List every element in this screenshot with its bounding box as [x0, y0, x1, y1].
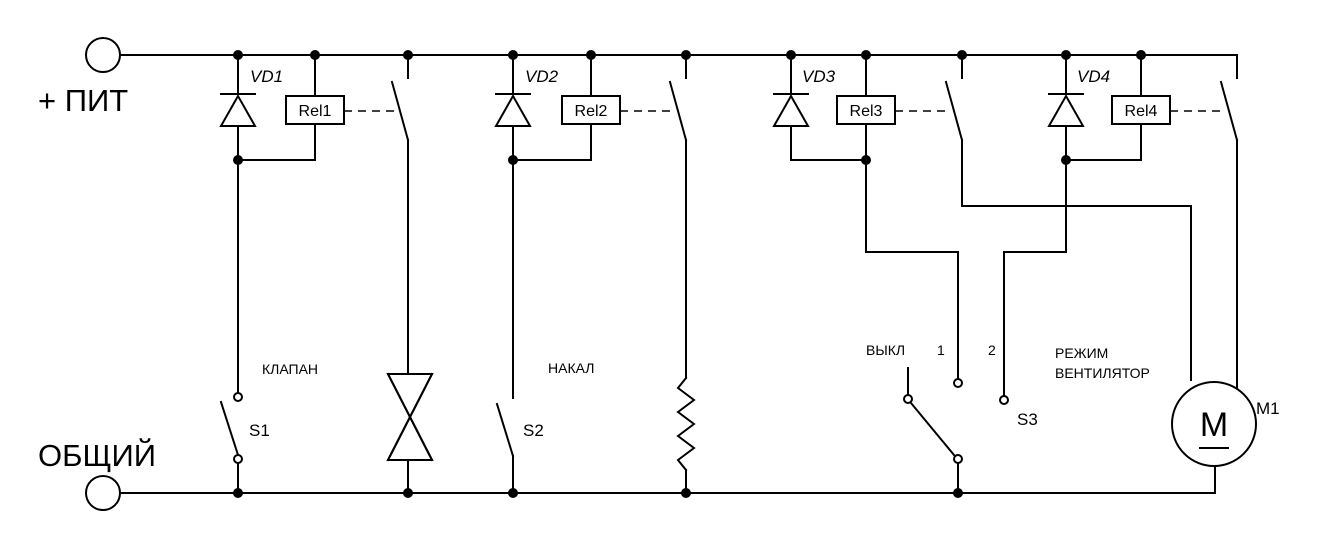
- diode-vd1: [219, 93, 257, 127]
- common-terminal: [85, 475, 121, 511]
- diode-vd4: [1047, 93, 1085, 127]
- relay-contact-4: [1219, 80, 1239, 142]
- motor-m1: M: [1171, 381, 1257, 494]
- mode-label-line1: РЕЖИМ: [1055, 345, 1108, 361]
- s3-common-contact: [953, 454, 963, 464]
- s3-off-label: ВЫКЛ: [866, 342, 905, 358]
- vd3-label: VD3: [802, 67, 836, 86]
- rel2-label: Rel2: [575, 103, 608, 120]
- relay-rel4: [1111, 95, 1171, 125]
- stage-2: [494, 54, 696, 494]
- valve-label: КЛАПАН: [262, 361, 318, 377]
- s3-label: S3: [1017, 410, 1038, 429]
- switch-s3: [903, 367, 1009, 494]
- rel1-label: Rel1: [299, 103, 332, 120]
- s3-lever: [909, 401, 956, 457]
- s2-label: S2: [523, 421, 544, 440]
- switch-s2: [495, 402, 515, 458]
- s1-contact-top: [233, 392, 243, 402]
- s3-contact-2: [999, 395, 1009, 405]
- vd1-label: VD1: [250, 67, 283, 86]
- stage-1: [219, 54, 434, 494]
- stage-4: [1003, 54, 1239, 397]
- s3-pos1-label: 1: [937, 342, 945, 358]
- relay-contact-3: [944, 80, 964, 142]
- rel3-label: Rel3: [850, 103, 883, 120]
- s3-contact-off: [903, 394, 913, 404]
- s1-contact-bottom: [233, 454, 243, 464]
- stage-3: [772, 54, 1192, 381]
- motor-symbol-letter: M: [1200, 406, 1228, 444]
- plus-rail-label: + ПИТ: [38, 83, 128, 118]
- switch-s1: [219, 400, 240, 457]
- s3-pos2-label: 2: [988, 342, 996, 358]
- junction-dots: [233, 50, 1146, 498]
- relay-contact-2: [668, 80, 688, 142]
- mode-label-line2: ВЕНТИЛЯТОР: [1055, 365, 1150, 381]
- rel4-label: Rel4: [1125, 103, 1158, 120]
- s1-label: S1: [249, 421, 270, 440]
- heater-symbol: [676, 376, 696, 472]
- vd4-label: VD4: [1077, 67, 1110, 86]
- relay-rel1: [285, 95, 345, 125]
- heater-label: НАКАЛ: [548, 360, 594, 376]
- diode-vd3: [772, 93, 810, 127]
- plus-terminal: [85, 37, 121, 73]
- relay-contact-1: [390, 80, 410, 142]
- vd2-label: VD2: [525, 67, 559, 86]
- relay-rel3: [836, 95, 896, 125]
- s3-contact-1: [953, 378, 963, 388]
- diode-vd2: [494, 93, 532, 127]
- common-rail-label: ОБЩИЙ: [38, 437, 156, 473]
- motor-label: M1: [1256, 399, 1280, 418]
